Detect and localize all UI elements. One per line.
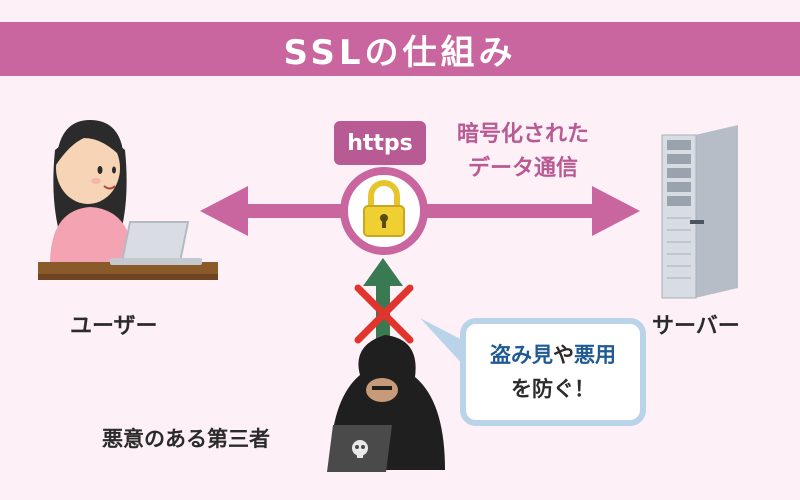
bubble-peeking: 盗み見 <box>490 343 553 367</box>
title-bar: SSLの仕組み <box>0 22 800 76</box>
attacker-label: 悪意のある第三者 <box>102 427 270 451</box>
page-title: SSLの仕組み <box>283 32 517 73</box>
user-laptop-illustration <box>38 120 218 280</box>
encrypted-communication-caption: 暗号化された データ通信 <box>438 118 608 186</box>
server-illustration <box>661 125 738 299</box>
bubble-line-1: 盗み見や悪用 <box>490 338 616 372</box>
lock-icon <box>340 167 428 255</box>
cross-mark-icon <box>354 284 414 344</box>
bubble-particle: や <box>553 343 574 367</box>
caption-line-2: データ通信 <box>467 156 578 181</box>
https-badge: https <box>334 121 426 165</box>
bubble-tail <box>420 318 468 368</box>
caption-line-1: 暗号化された <box>456 122 589 147</box>
bubble-line-2: を防ぐ！ <box>511 377 595 401</box>
bubble-misuse: 悪用 <box>574 343 616 367</box>
user-label: ユーザー <box>70 314 158 339</box>
server-label: サーバー <box>652 314 740 339</box>
hacker-illustration <box>327 335 445 472</box>
speech-bubble: 盗み見や悪用 を防ぐ！ <box>460 318 646 426</box>
